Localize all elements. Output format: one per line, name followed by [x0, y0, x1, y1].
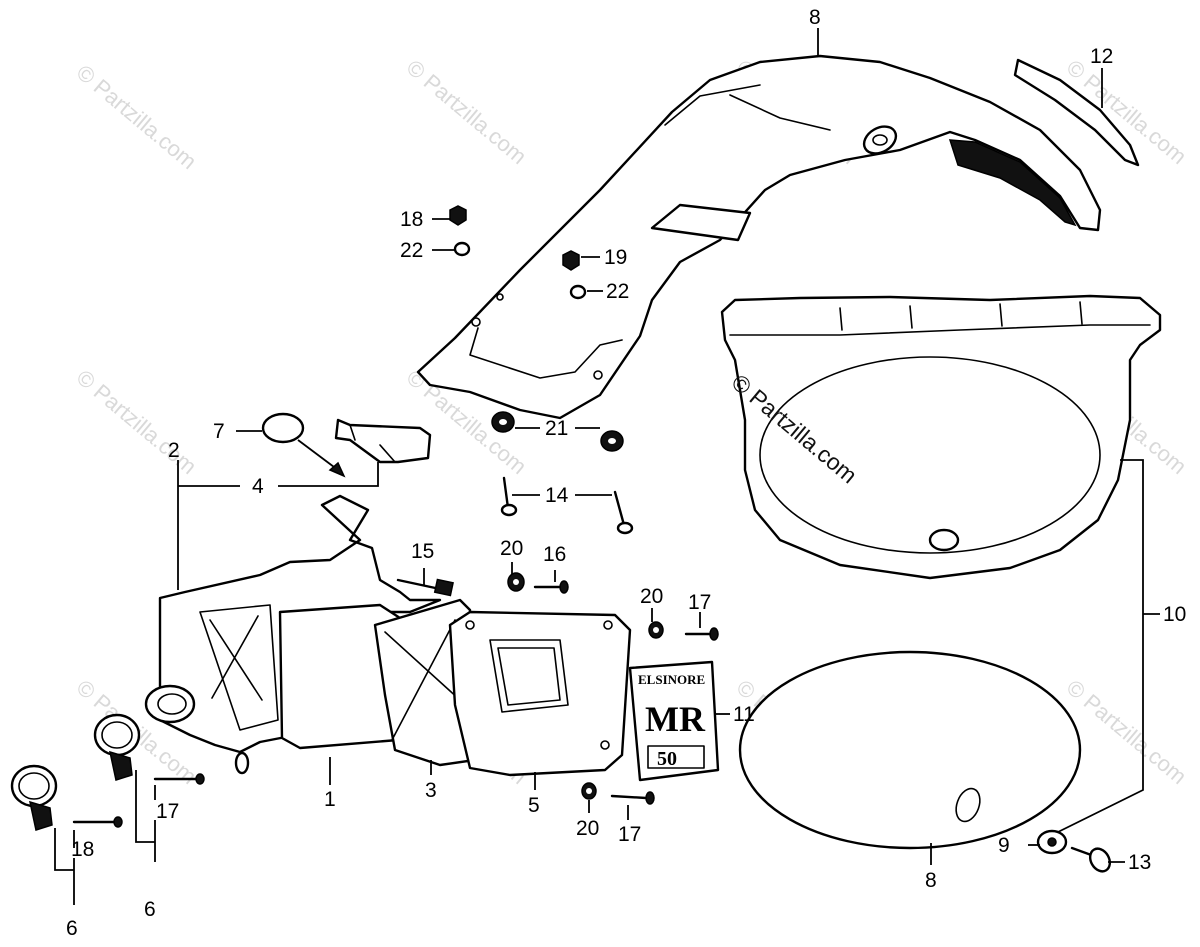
emblem-line1: ELSINORE [638, 672, 705, 687]
grommet-21-a [491, 411, 515, 433]
callout-18-b: 18 [71, 838, 94, 861]
o-ring-7 [261, 412, 305, 444]
callout-20-c: 20 [576, 817, 599, 840]
callout-19-b: 19 [604, 246, 627, 269]
callout-17-c: 17 [618, 823, 641, 846]
watermark: © Partzilla.com [1062, 675, 1192, 789]
callout-7: 7 [213, 420, 225, 443]
callout-labels: 8 12 18 22 19 22 7 2 4 21 14 15 20 16 20… [66, 6, 1186, 940]
screw-18-a [153, 773, 205, 785]
callout-17-b: 17 [688, 591, 711, 614]
callout-13: 12 [1090, 45, 1113, 68]
callout-10: 9 [998, 834, 1010, 857]
number-plate [738, 650, 1082, 850]
callout-15: 14 [545, 484, 569, 507]
callout-14: 13 [1128, 851, 1151, 874]
watermark: © Partzilla.com [402, 55, 532, 169]
callout-4: 4 [252, 475, 264, 498]
callout-22-b: 22 [606, 280, 629, 303]
callout-3: 3 [425, 779, 437, 802]
nut-19-b [562, 250, 580, 271]
screw-18-b [72, 816, 123, 828]
screw-17-c [610, 791, 655, 805]
grommet-21-b [600, 430, 624, 452]
callout-8: 8 [925, 869, 937, 892]
callout-6-b: 6 [144, 898, 156, 921]
callout-16: 15 [411, 540, 434, 563]
callout-2: 2 [168, 439, 180, 462]
callout-22-a: 22 [400, 239, 423, 262]
air-cleaner-case [144, 494, 442, 775]
callout-11: 10 [1163, 603, 1186, 626]
leader-lines [54, 28, 1160, 905]
callout-20-b: 20 [640, 585, 663, 608]
arrow-7-to-4 [297, 439, 339, 471]
bolt-15-b [613, 490, 634, 535]
callout-19-a: 18 [400, 208, 423, 231]
fender-decal-strip [1013, 58, 1140, 167]
callout-9: 8 [809, 6, 821, 29]
watermark: © Partzilla.com [72, 60, 202, 174]
air-cleaner-cover [448, 610, 632, 777]
hose-clamp-6-b [93, 713, 141, 781]
washer-22-b [569, 284, 587, 300]
arrow-head [328, 461, 346, 478]
callout-1: 1 [324, 788, 336, 811]
screw-17-b [684, 627, 719, 641]
callout-6-a: 6 [66, 917, 78, 940]
callout-12: 11 [733, 703, 755, 726]
watermark: © Partzilla.com [72, 365, 202, 479]
callout-20-a: 20 [500, 537, 523, 560]
screw-16 [396, 578, 454, 597]
callout-5: 5 [528, 794, 540, 817]
nut-19-a [449, 205, 467, 226]
intake-cap-4 [334, 418, 432, 464]
callout-17-a: 16 [543, 543, 566, 566]
side-cover [720, 294, 1162, 580]
washer-20-a [507, 572, 525, 592]
washer-20-c [581, 782, 597, 800]
hose-clamp-6-a [10, 764, 58, 831]
elsinore-emblem: ELSINORE MR 50 [628, 660, 720, 782]
callout-18-a: 17 [156, 800, 179, 823]
washer-20-b [648, 621, 664, 639]
bolt-15-a [500, 476, 518, 517]
emblem-line2: MR [645, 699, 706, 739]
washer-22-a [453, 241, 471, 257]
bolt-14 [1070, 846, 1112, 873]
callout-21: 21 [545, 417, 568, 440]
emblem-line3: 50 [657, 748, 677, 770]
screw-17-a [533, 580, 569, 594]
grommet-10 [1036, 829, 1068, 855]
rear-fender [416, 54, 1102, 420]
